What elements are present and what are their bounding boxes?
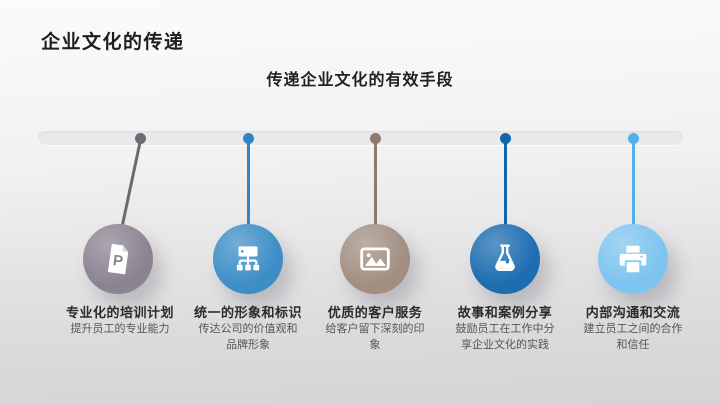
- item-title: 故事和案例分享: [457, 305, 553, 320]
- timeline-item-identity: 统一的形象和标识 传达公司的价值观和品牌形象: [173, 0, 323, 404]
- icon-circle: [213, 224, 283, 294]
- icon-circle: [340, 224, 410, 294]
- item-description: 建立员工之间的合作和信任: [583, 323, 683, 351]
- timeline-dot: [627, 132, 639, 144]
- org-chart-icon: [236, 246, 260, 271]
- document-p-icon: P: [107, 243, 129, 275]
- item-description: 传达公司的价值观和品牌形象: [198, 323, 298, 351]
- timeline-item-training: P 专业化的培训计划 提升员工的专业能力: [45, 0, 195, 404]
- timeline-connector: [246, 140, 250, 227]
- timeline-connector: [120, 139, 142, 226]
- timeline-dot: [242, 132, 254, 144]
- timeline-dot: [134, 132, 146, 144]
- icon-circle: [598, 224, 668, 294]
- slide-subtitle: 传递企业文化的有效手段: [266, 72, 454, 89]
- item-title: 专业化的培训计划: [65, 305, 174, 320]
- icon-circle: P: [83, 224, 153, 294]
- printer-icon: [619, 245, 647, 273]
- item-title: 内部沟通和交流: [585, 305, 681, 320]
- timeline-bar: [38, 131, 683, 145]
- icon-circle: [470, 224, 540, 294]
- timeline-dot: [499, 132, 511, 144]
- item-description: 给客户留下深刻的印象: [325, 323, 425, 351]
- timeline-item-communication: 内部沟通和交流 建立员工之间的合作和信任: [558, 0, 708, 404]
- timeline-dot: [369, 132, 381, 144]
- svg-text:P: P: [112, 252, 124, 270]
- page-title: 企业文化的传递: [41, 32, 185, 53]
- item-description: 鼓励员工在工作中分享企业文化的实践: [455, 323, 555, 351]
- timeline-item-service: 优质的客户服务 给客户留下深刻的印象: [300, 0, 450, 404]
- item-description: 提升员工的专业能力: [70, 323, 170, 335]
- item-title: 统一的形象和标识: [193, 305, 302, 320]
- timeline-item-stories: 故事和案例分享 鼓励员工在工作中分享企业文化的实践: [430, 0, 580, 404]
- timeline-connector: [631, 140, 635, 227]
- flask-icon: [495, 244, 515, 271]
- timeline-connector: [373, 140, 377, 227]
- item-title: 优质的客户服务: [327, 305, 423, 320]
- image-icon: [360, 247, 390, 271]
- timeline-connector: [503, 140, 507, 227]
